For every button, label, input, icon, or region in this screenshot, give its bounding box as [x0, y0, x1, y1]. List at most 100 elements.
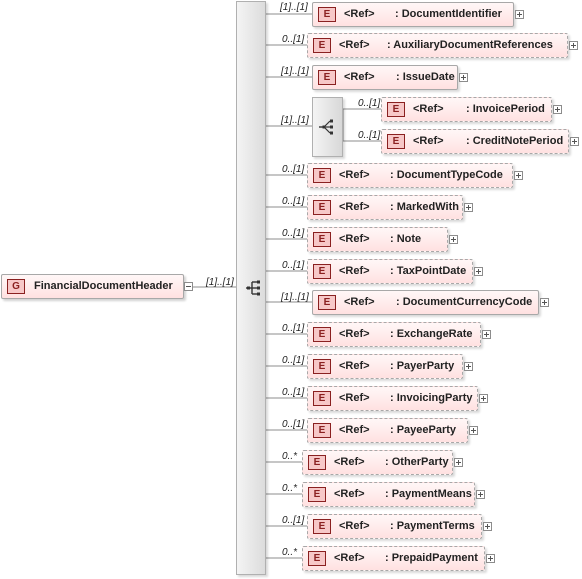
ref-label: <Ref> [334, 552, 365, 564]
element-exchange-rate[interactable]: E <Ref> : ExchangeRate [307, 322, 481, 347]
cardinality-label: [1]..[1] [281, 66, 309, 77]
cardinality-label: 0..[1] [358, 130, 381, 141]
ref-label: <Ref> [339, 328, 370, 340]
element-payer-party[interactable]: E <Ref> : PayerParty [307, 354, 463, 379]
element-payee-party[interactable]: E<Ref>: PayeeParty [307, 418, 468, 443]
element-name: : OtherParty [385, 456, 449, 468]
expand-toggle[interactable] [464, 362, 473, 371]
element-badge: E [318, 70, 336, 85]
expand-toggle[interactable] [476, 490, 485, 499]
element-badge: E [313, 38, 331, 53]
cardinality-label: 0..[1] [282, 164, 305, 175]
group-badge: G [7, 279, 25, 294]
element-name: : PaymentTerms [390, 520, 475, 532]
expand-toggle[interactable] [569, 41, 578, 50]
element-note[interactable]: E<Ref>: Note [307, 227, 448, 252]
ref-label: <Ref> [334, 456, 365, 468]
element-credit-note-period[interactable]: E <Ref> : CreditNotePeriod [381, 129, 569, 154]
cardinality-label: [1]..[1] [280, 2, 308, 13]
element-document-type-code[interactable]: E<Ref>: DocumentTypeCode [307, 163, 513, 188]
expand-toggle[interactable] [540, 298, 549, 307]
cardinality-label: 0..[1] [282, 355, 305, 366]
cardinality-label: 0..[1] [282, 228, 305, 239]
element-prepaid-payment[interactable]: E <Ref> : PrepaidPayment [302, 546, 485, 571]
ref-label: <Ref> [339, 233, 370, 245]
cardinality-label: 0..[1] [358, 98, 381, 109]
expand-toggle[interactable] [515, 10, 524, 19]
element-name: : PrepaidPayment [385, 552, 478, 564]
root-cardinality: [1]..[1] [206, 277, 234, 288]
element-auxiliary-document-references[interactable]: E<Ref>: AuxiliaryDocumentReferences [307, 33, 568, 58]
element-name: : ExchangeRate [390, 328, 473, 340]
element-name: : PayerParty [390, 360, 455, 372]
expand-toggle[interactable] [553, 105, 562, 114]
element-name: : DocumentIdentifier [395, 8, 502, 20]
element-payment-means[interactable]: E<Ref>: PaymentMeans [302, 482, 475, 507]
element-invoice-period[interactable]: E<Ref>: InvoicePeriod [381, 97, 552, 122]
element-name: : CreditNotePeriod [466, 135, 564, 147]
collapse-toggle[interactable] [184, 282, 193, 291]
element-badge: E [313, 423, 331, 438]
element-badge: E [313, 519, 331, 534]
element-badge: E [318, 295, 336, 310]
element-badge: E [308, 487, 326, 502]
expand-toggle[interactable] [469, 426, 478, 435]
cardinality-label: 0..* [282, 451, 298, 462]
choice-icon [319, 119, 333, 135]
element-document-currency-code[interactable]: E<Ref>: DocumentCurrencyCode [312, 290, 539, 315]
element-badge: E [313, 327, 331, 342]
expand-toggle[interactable] [486, 554, 495, 563]
ref-label: <Ref> [339, 360, 370, 372]
cardinality-label: 0..[1] [282, 196, 305, 207]
element-invoicing-party[interactable]: E<Ref>: InvoicingParty [307, 386, 478, 411]
element-payment-terms[interactable]: E <Ref> : PaymentTerms [307, 514, 482, 539]
element-badge: E [313, 200, 331, 215]
cardinality-label: 0..[1] [282, 260, 305, 271]
element-name: : TaxPointDate [390, 265, 467, 277]
root-group-name: FinancialDocumentHeader [34, 280, 173, 292]
expand-toggle[interactable] [483, 522, 492, 531]
element-badge: E [313, 359, 331, 374]
ref-label: <Ref> [339, 424, 370, 436]
expand-toggle[interactable] [454, 458, 463, 467]
expand-toggle[interactable] [479, 394, 488, 403]
root-group-element[interactable]: G FinancialDocumentHeader [1, 274, 184, 299]
ref-label: <Ref> [344, 8, 375, 20]
element-badge: E [313, 391, 331, 406]
expand-toggle[interactable] [482, 330, 491, 339]
expand-toggle[interactable] [570, 137, 579, 146]
cardinality-label: 0..* [282, 547, 298, 558]
element-name: : DocumentTypeCode [390, 169, 503, 181]
ref-label: <Ref> [344, 296, 375, 308]
expand-toggle[interactable] [459, 73, 468, 82]
element-tax-point-date[interactable]: E<Ref>: TaxPointDate [307, 259, 473, 284]
ref-label: <Ref> [339, 169, 370, 181]
element-name: : InvoicingParty [390, 392, 473, 404]
expand-toggle[interactable] [464, 203, 473, 212]
element-badge: E [308, 455, 326, 470]
element-badge: E [318, 7, 336, 22]
element-badge: E [313, 264, 331, 279]
element-badge: E [387, 134, 405, 149]
ref-label: <Ref> [344, 71, 375, 83]
element-document-identifier[interactable]: E <Ref> : DocumentIdentifier [312, 2, 514, 27]
expand-toggle[interactable] [514, 171, 523, 180]
element-other-party[interactable]: E <Ref> : OtherParty [302, 450, 453, 475]
expand-toggle[interactable] [474, 267, 483, 276]
ref-label: <Ref> [413, 135, 444, 147]
cardinality-label: 0..[1] [282, 387, 305, 398]
element-badge: E [313, 232, 331, 247]
ref-label: <Ref> [339, 520, 370, 532]
element-name: : InvoicePeriod [466, 103, 545, 115]
ref-label: <Ref> [339, 39, 370, 51]
cardinality-label: 0..[1] [282, 34, 305, 45]
element-name: : IssueDate [396, 71, 455, 83]
element-issue-date[interactable]: E <Ref> : IssueDate [312, 65, 458, 90]
ref-label: <Ref> [339, 201, 370, 213]
element-badge: E [308, 551, 326, 566]
element-marked-with[interactable]: E<Ref>: MarkedWith [307, 195, 463, 220]
expand-toggle[interactable] [449, 235, 458, 244]
ref-label: <Ref> [413, 103, 444, 115]
element-name: : PaymentMeans [385, 488, 472, 500]
